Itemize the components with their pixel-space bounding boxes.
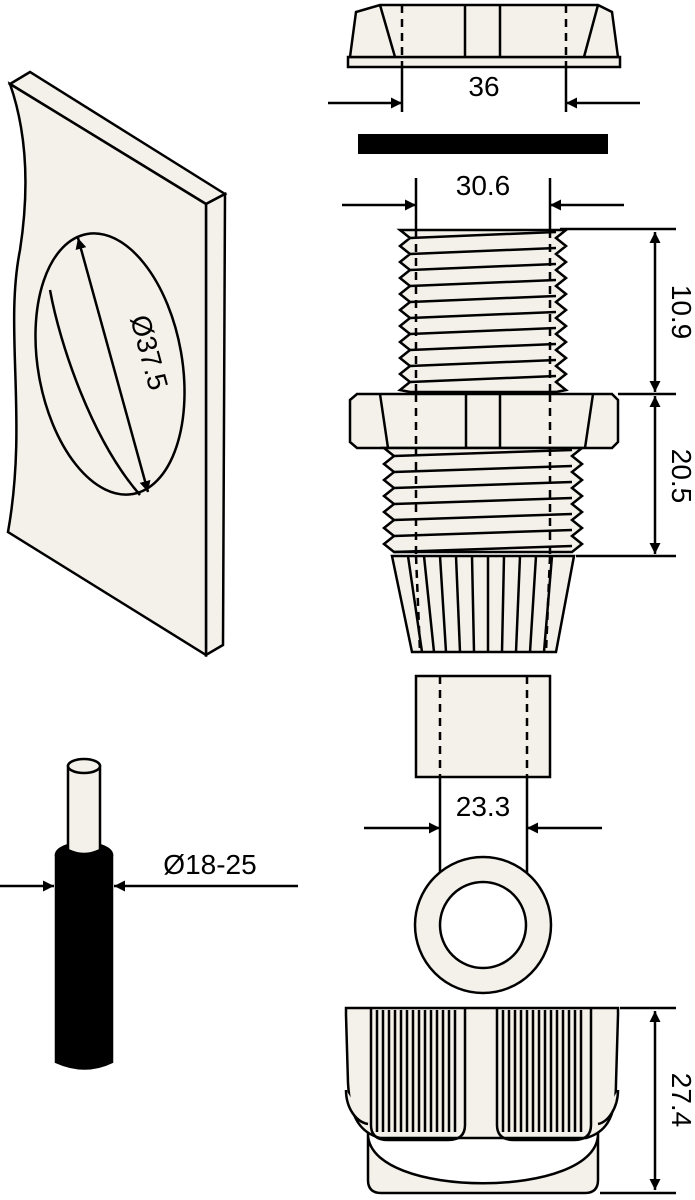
- clamping-fingers: [390, 554, 576, 654]
- seal-insert-ring: [413, 855, 553, 995]
- thread-diameter-dimension: [342, 178, 624, 234]
- thread-length-label: 10.9: [666, 285, 695, 340]
- seal-insert-side: [414, 674, 552, 779]
- locknut-width-label: 36: [468, 71, 499, 102]
- sealing-washer: [358, 134, 608, 154]
- cable: [54, 757, 114, 1070]
- body-height-dimensions: [560, 227, 676, 558]
- panel-hole-dimension-line: [75, 237, 151, 493]
- body-hex-flange: [348, 392, 620, 450]
- insert-diameter-label: 23.3: [456, 791, 511, 822]
- locknut: [346, 3, 622, 69]
- locknut-dimension: [328, 67, 640, 112]
- cable-range-label: Ø18-25: [163, 849, 256, 880]
- insert-diameter-dimension: [364, 777, 602, 890]
- cap-height-label: 27.4: [666, 1073, 695, 1128]
- cap-nut: [344, 1006, 620, 1195]
- upper-thread: [396, 228, 570, 400]
- body-height-label: 20.5: [666, 449, 695, 504]
- thread-diameter-label: 30.6: [456, 170, 511, 201]
- cap-height-dimension: [600, 1006, 676, 1195]
- lower-thread: [380, 446, 586, 555]
